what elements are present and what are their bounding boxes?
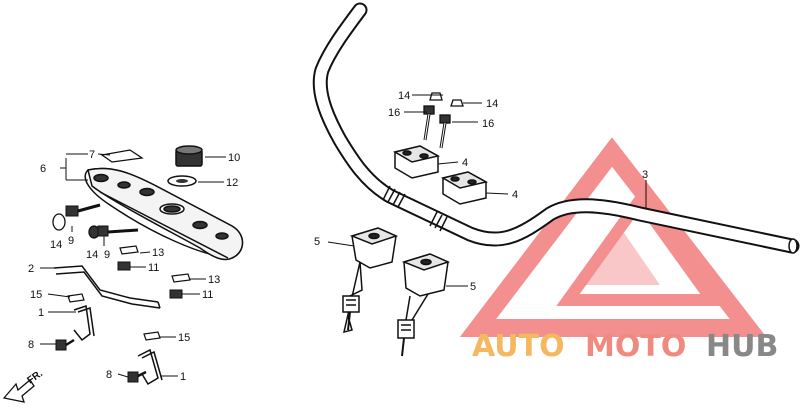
callout-3: 3 (642, 169, 648, 181)
nut-11-upper (117, 261, 131, 271)
leader-lines (40, 94, 647, 378)
watermark-word-auto: AUTO (472, 329, 565, 364)
bracket (53, 265, 161, 309)
callout-6: 6 (40, 163, 46, 175)
washer (167, 175, 197, 187)
clamp-13-lower (171, 273, 191, 283)
callout-14-a: 14 (50, 239, 62, 251)
callout-16-b: 16 (482, 118, 494, 130)
callout-16-a: 16 (388, 107, 400, 119)
callout-8-b: 8 (106, 369, 112, 381)
watermark-logo (459, 137, 767, 337)
callout-4-b: 4 (512, 189, 518, 201)
callout-13-b: 13 (208, 274, 220, 286)
upper-holder-right (441, 171, 489, 205)
cable-guide-lower (137, 348, 163, 386)
callout-12: 12 (226, 177, 238, 189)
callout-10: 10 (228, 152, 240, 164)
bolt-cap-left (429, 92, 443, 101)
holder-bolt-left (423, 105, 435, 141)
nut-11-lower (169, 289, 183, 299)
callout-2: 2 (28, 263, 34, 275)
callout-labels: 6 7 10 12 14 9 14 9 13 11 2 13 11 15 1 8… (28, 90, 648, 383)
callout-4-a: 4 (462, 157, 468, 169)
callout-15-b: 15 (178, 332, 190, 344)
watermark-text: AUTO MOTO HUB (472, 329, 778, 364)
bolt-lower-right (97, 225, 139, 237)
callout-7: 7 (89, 149, 95, 161)
bolt-lower-left (65, 203, 101, 217)
plate (100, 149, 144, 163)
clip-15-upper (67, 293, 85, 303)
watermark-word-moto: MOTO (585, 329, 686, 364)
lower-holder-right (397, 253, 451, 357)
callout-9-a: 9 (68, 235, 74, 247)
lower-holder-left (342, 227, 399, 334)
callout-15-a: 15 (30, 289, 42, 301)
callout-8-a: 8 (28, 339, 34, 351)
clamp-13-upper (119, 245, 139, 255)
bolt-cap-lower-left (52, 213, 66, 231)
callout-14-c: 14 (398, 90, 410, 102)
callout-9-b: 9 (104, 249, 110, 261)
callout-1-b: 1 (180, 371, 186, 383)
watermark-word-hub: HUB (706, 329, 778, 364)
steering-stem-nut (175, 145, 203, 167)
top-bridge (84, 167, 244, 261)
callout-13-a: 13 (152, 247, 164, 259)
upper-holder-left (393, 145, 441, 179)
callout-11-b: 11 (202, 289, 213, 301)
holder-bolt-right (439, 114, 451, 149)
clip-15-lower (143, 331, 161, 341)
callout-14-b: 14 (86, 249, 98, 261)
callout-5-b: 5 (470, 281, 476, 293)
callout-5-a: 5 (314, 236, 320, 248)
callout-14-d: 14 (486, 98, 498, 110)
front-direction-arrow: FR. (2, 368, 45, 403)
bolt-8-upper (55, 338, 75, 351)
handlebar (312, 2, 800, 254)
cable-guide-upper (73, 305, 95, 342)
callout-11-a: 11 (148, 262, 159, 274)
callout-1-a: 1 (38, 307, 44, 319)
bolt-cap-right (450, 99, 464, 107)
